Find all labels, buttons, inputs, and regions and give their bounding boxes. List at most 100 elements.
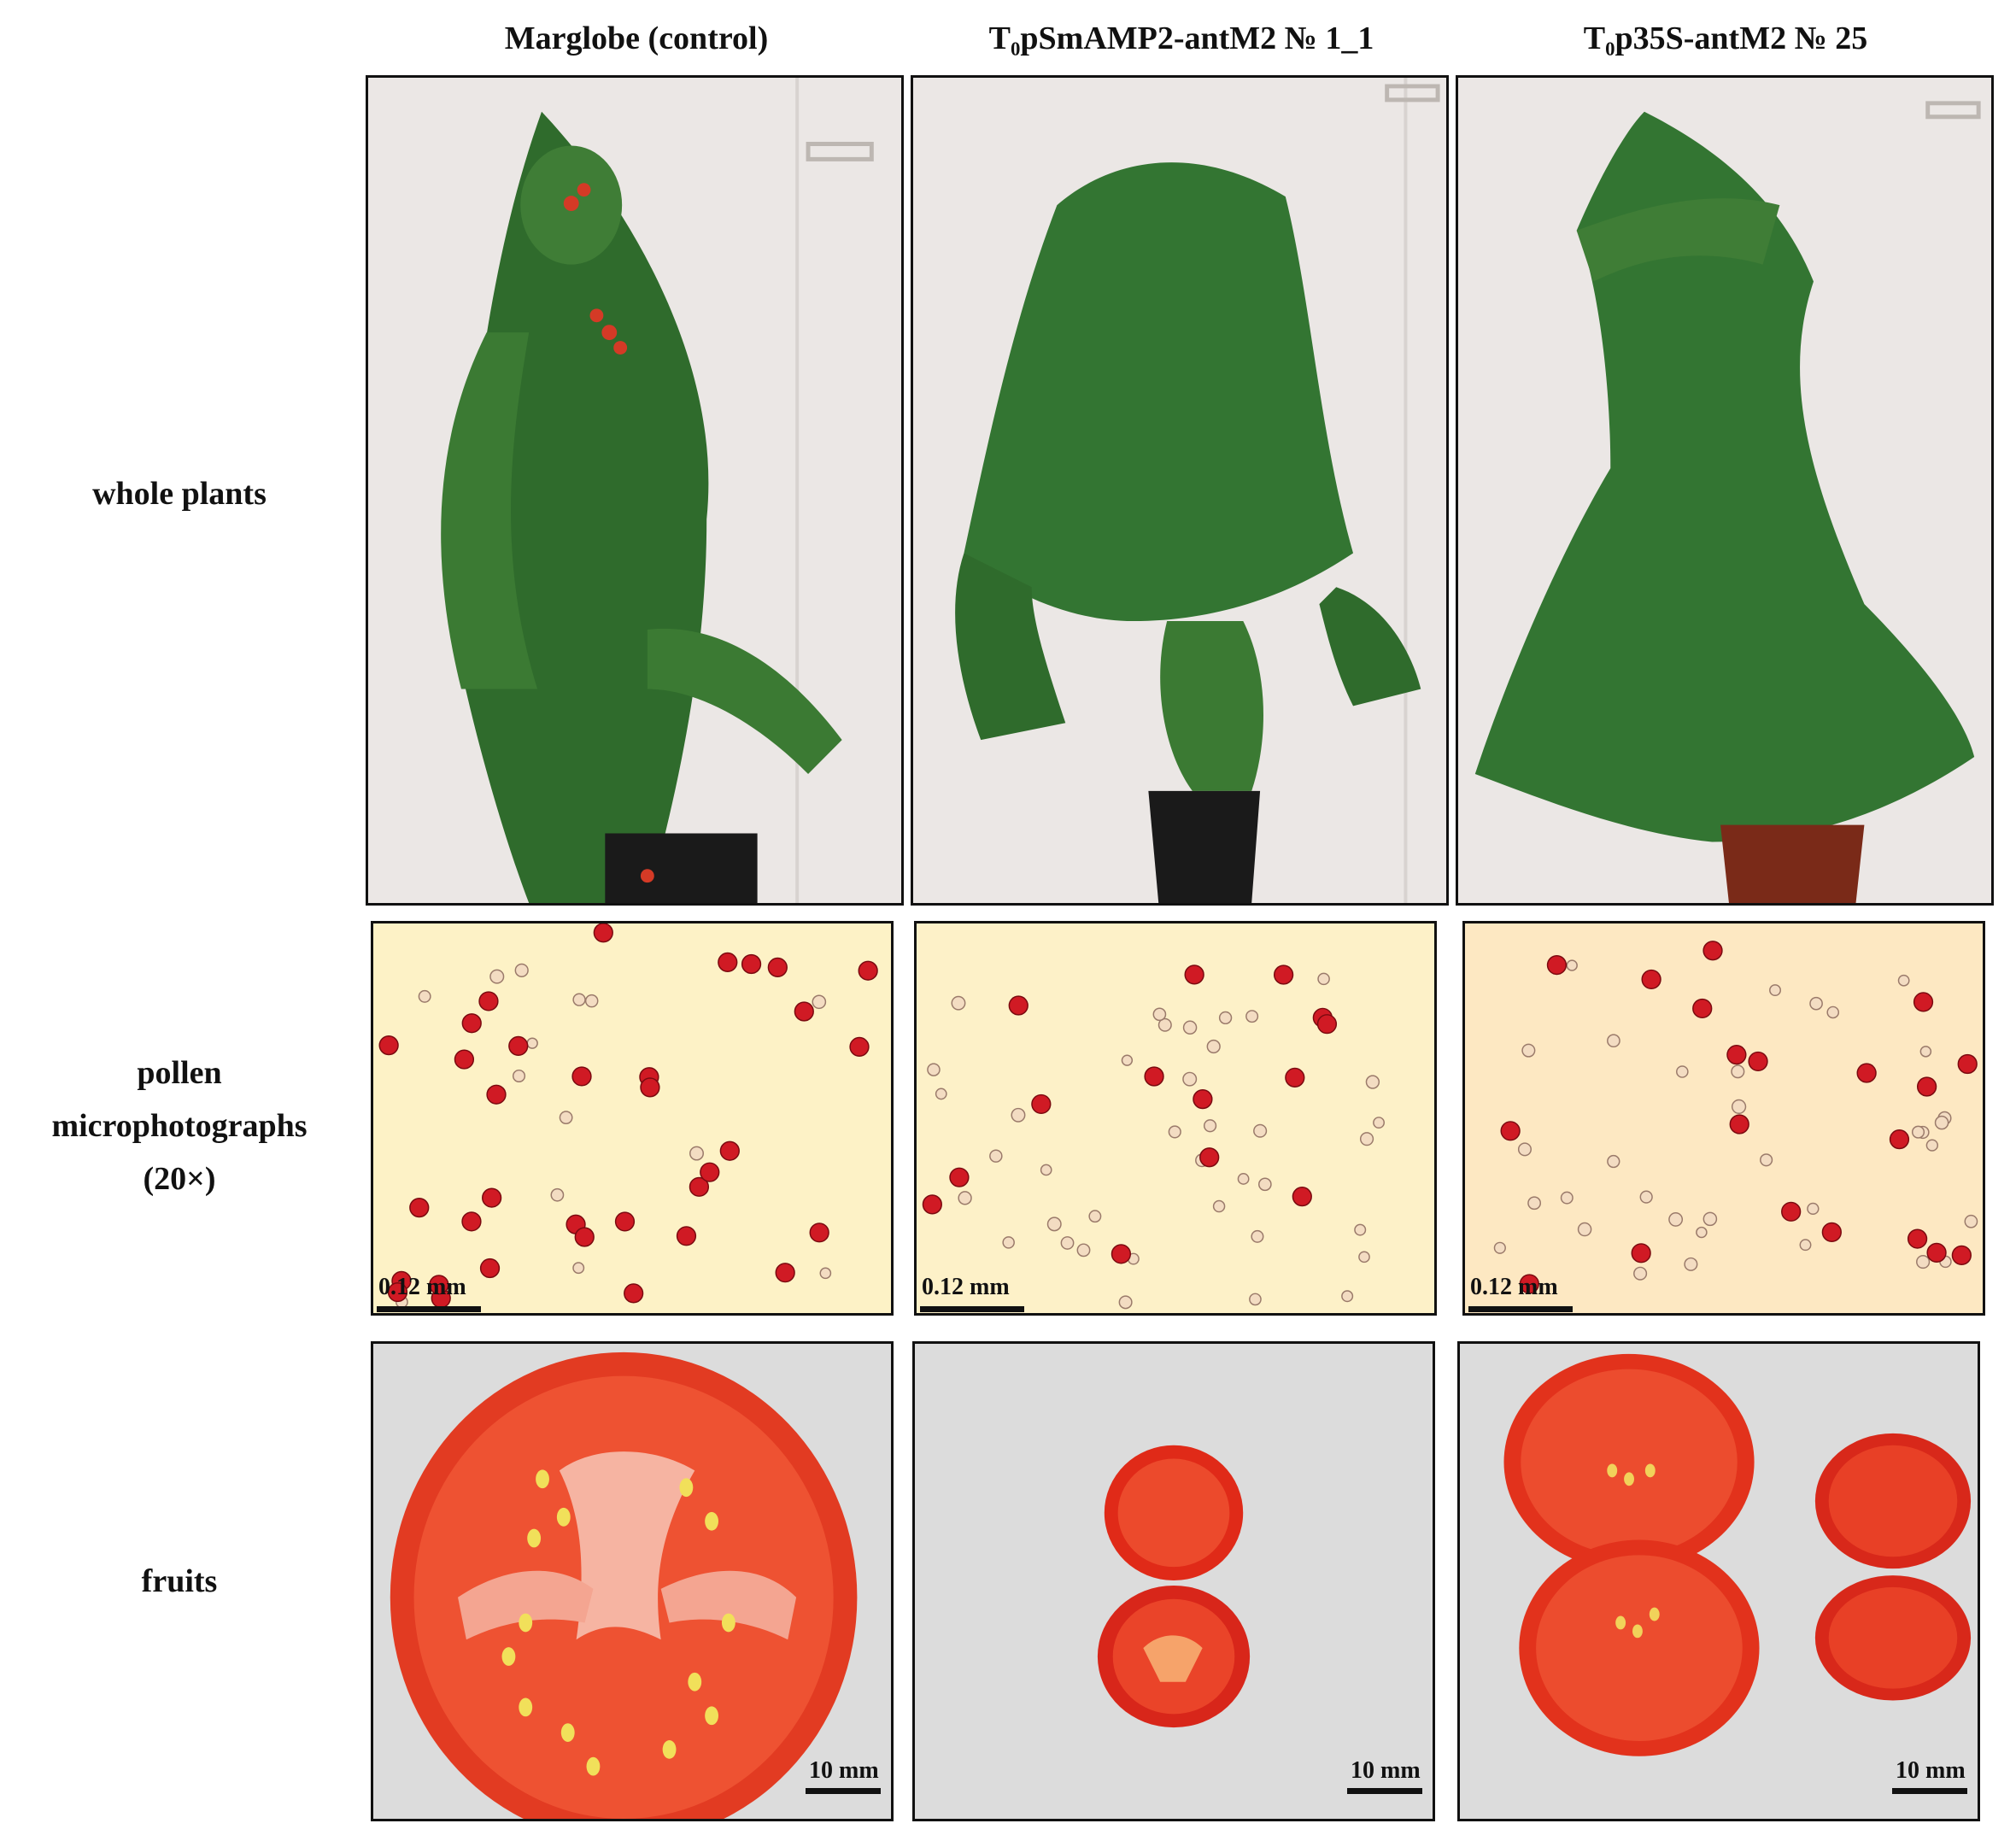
stained-pollen-grain: [1781, 1201, 1802, 1222]
pale-pollen-grain: [1249, 1293, 1262, 1306]
pale-pollen-grain: [514, 963, 529, 977]
pale-pollen-grain: [819, 1267, 832, 1280]
pale-pollen-grain: [1919, 1046, 1932, 1058]
pale-pollen-grain: [1373, 1117, 1385, 1129]
stained-pollen-grain: [1316, 1014, 1338, 1035]
stained-pollen-grain: [676, 1226, 697, 1246]
pollen-scale-bar-smamp2: [920, 1306, 1024, 1312]
stained-pollen-grain: [1748, 1051, 1768, 1072]
stained-pollen-grain: [478, 991, 499, 1011]
pale-pollen-grain: [689, 1146, 704, 1161]
fruit-photo-control: 10 mm: [371, 1341, 894, 1821]
stained-pollen-grain: [1273, 964, 1294, 985]
pale-pollen-grain: [1826, 1006, 1840, 1019]
pale-pollen-grain: [1212, 1199, 1226, 1213]
row-label-whole-plants: whole plants: [92, 476, 267, 512]
stained-pollen-grain: [429, 1275, 449, 1295]
pale-pollen-grain: [1251, 1229, 1264, 1243]
pale-pollen-grain: [1731, 1064, 1745, 1079]
stained-pollen-grain: [482, 1187, 502, 1208]
pale-pollen-grain: [1076, 1243, 1091, 1258]
stained-pollen-grain: [461, 1013, 482, 1034]
stained-pollen-grain: [1193, 1089, 1213, 1110]
stained-pollen-grain: [1926, 1242, 1947, 1263]
pale-pollen-grain: [1760, 1153, 1773, 1167]
pale-pollen-grain: [1002, 1236, 1015, 1249]
pale-pollen-grain: [1607, 1034, 1620, 1048]
stained-pollen-grain: [1292, 1187, 1312, 1207]
fruit-photo-35s: 10 mm: [1457, 1341, 1980, 1821]
stained-pollen-grain: [1821, 1222, 1842, 1242]
pale-pollen-grain: [572, 1262, 585, 1275]
fruit-scale-bar-35s: [1892, 1788, 1967, 1794]
stained-pollen-grain: [741, 953, 762, 975]
stained-pollen-grain: [1856, 1063, 1877, 1083]
stained-pollen-grain: [1519, 1274, 1539, 1294]
pale-pollen-grain: [1253, 1123, 1268, 1138]
pollen-scale-bar-35s: [1468, 1306, 1573, 1312]
pale-pollen-grain: [1676, 1065, 1689, 1078]
pale-pollen-grain: [572, 993, 586, 1006]
stained-pollen-grain: [849, 1036, 870, 1058]
pale-pollen-grain: [1203, 1119, 1217, 1133]
pale-pollen-grain: [1168, 1125, 1181, 1139]
stained-pollen-grain: [409, 1198, 430, 1218]
pale-pollen-grain: [1934, 1115, 1949, 1130]
fruit-scale-bar-control: [806, 1788, 881, 1794]
stained-pollen-grain: [461, 1211, 482, 1232]
fruit-scale-bar-smamp2: [1347, 1788, 1422, 1794]
stained-pollen-grain: [1726, 1045, 1747, 1065]
pale-pollen-grain: [1560, 1191, 1574, 1205]
fruit-scale-label-control: 10 mm: [809, 1757, 879, 1784]
pale-pollen-grain: [1152, 1007, 1167, 1022]
stained-pollen-grain: [1913, 992, 1934, 1012]
pale-pollen-grain: [489, 969, 505, 984]
pale-pollen-grain: [1258, 1177, 1272, 1192]
pale-pollen-grain: [584, 994, 599, 1008]
pale-pollen-grain: [550, 1187, 565, 1202]
pollen-scale-label-smamp2: 0.12 mm: [922, 1274, 1010, 1300]
pale-pollen-grain: [1365, 1075, 1380, 1089]
pale-pollen-grain: [1218, 1011, 1233, 1025]
stained-pollen-grain: [1692, 998, 1713, 1019]
fruit-scale-label-35s: 10 mm: [1896, 1757, 1966, 1784]
pale-pollen-grain: [1702, 1211, 1718, 1227]
stained-pollen-grain: [1111, 1244, 1132, 1264]
pollen-photo-35s: 0.12 mm: [1462, 921, 1985, 1316]
column-header-control: Marglobe (control): [504, 21, 769, 56]
pale-pollen-grain: [1809, 996, 1823, 1011]
pale-pollen-grain: [1916, 1255, 1931, 1269]
plant-photo-control: [366, 75, 904, 906]
pale-pollen-grain: [1807, 1202, 1820, 1216]
pale-pollen-grain: [1493, 1241, 1506, 1254]
row-label-pollen-line3: (20×): [143, 1161, 216, 1197]
stained-pollen-grain: [1729, 1114, 1749, 1135]
pale-pollen-grain: [1517, 1142, 1532, 1157]
pale-pollen-grain: [1040, 1164, 1052, 1176]
pale-pollen-grain: [512, 1069, 526, 1083]
stained-pollen-grain: [624, 1283, 644, 1304]
pale-pollen-grain: [1897, 974, 1910, 987]
stained-pollen-grain: [1008, 995, 1029, 1016]
row-label-pollen: pollen microphotographs (20×): [0, 1047, 359, 1205]
pale-pollen-grain: [1684, 1257, 1698, 1271]
pale-pollen-grain: [1341, 1290, 1354, 1303]
row-label-pollen-line2: microphotographs: [51, 1108, 308, 1144]
pale-pollen-grain: [1088, 1210, 1102, 1223]
pale-pollen-grain: [1521, 1043, 1536, 1058]
pale-pollen-grain: [1696, 1226, 1708, 1239]
stained-pollen-grain: [1641, 969, 1661, 990]
pale-pollen-grain: [927, 1063, 941, 1076]
column-header-35s: T₀p35S-antM2 № 25: [1583, 21, 1868, 56]
stained-pollen-grain: [689, 1176, 710, 1197]
stained-pollen-grain: [700, 1162, 720, 1182]
stained-pollen-grain: [1199, 1147, 1220, 1168]
stained-pollen-grain: [1546, 955, 1568, 976]
pale-pollen-grain: [958, 1191, 972, 1205]
pale-pollen-grain: [1566, 959, 1578, 971]
pale-pollen-grain: [1046, 1217, 1062, 1232]
pollen-scale-bar-control: [377, 1306, 481, 1312]
stained-pollen-grain: [640, 1077, 660, 1098]
row-label-fruits: fruits: [141, 1563, 218, 1599]
stained-pollen-grain: [1957, 1053, 1978, 1075]
